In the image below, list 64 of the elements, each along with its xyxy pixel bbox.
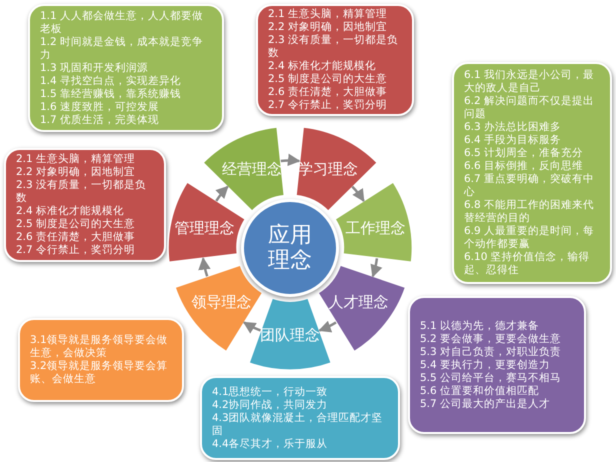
list-item: 3.2领导就是服务领导要会算账、会做生意	[30, 360, 169, 386]
cycle-arrow	[242, 321, 261, 334]
list-item: 4.4各尽其才，乐于服从	[212, 438, 329, 450]
list-item: 5.1 以德为先，德才兼备	[420, 320, 540, 332]
list-item: 2.6 责任清楚，大胆做事	[16, 231, 136, 244]
list-item: 2.4 标准化才能规模化	[268, 60, 378, 73]
list-item: 3.1领导就是服务领导要会做生意，会做决策	[30, 334, 169, 360]
list-item: 1.6 速度致胜，可控发展	[40, 100, 160, 114]
list-item: 2.5 制度是公司的大生意	[16, 218, 136, 231]
list-item: 5.6 位置要和价值相匹配	[420, 384, 540, 398]
text-panel	[200, 376, 400, 460]
cycle-arrow	[351, 186, 365, 202]
text-panel	[408, 296, 586, 434]
list-item: 5.2 要会做事，更要会做生意	[420, 332, 562, 346]
text-panel	[18, 318, 184, 402]
segment-label: 经营理念	[221, 160, 284, 178]
cycle-arrow	[198, 257, 211, 277]
text-panel	[28, 4, 224, 132]
list-item: 2.2 对象明确，因地制宜	[16, 166, 136, 179]
list-item: 5.7 公司最大的产出是人才	[420, 398, 552, 410]
list-item: 2.4 标准化才能规模化	[16, 205, 126, 218]
list-item: 6.2 解决问题而不仅是提出问题	[464, 95, 596, 121]
list-item: 2.2 对象明确，因地制宜	[268, 21, 388, 34]
list-item: 1.4 寻找空白点，实现差异化	[40, 74, 182, 88]
list-item: 6.7 重点要明确，突破有中心	[464, 173, 596, 199]
list-item: 1.5 靠经营赚钱，靠系统赚钱	[40, 88, 182, 100]
cycle-arrow	[215, 186, 229, 202]
list-item: 2.7 令行禁止，奖罚分明	[268, 99, 388, 112]
segment-label: 工作理念	[344, 220, 406, 238]
list-item: 1.7 优质生活，完美体现	[40, 114, 160, 126]
list-item: 6.8 不能用工作的困难来代替经营的目的	[464, 199, 596, 225]
list-item: 1.3 巩固和开发利润源	[40, 62, 150, 74]
text-panel	[256, 4, 414, 116]
list-item: 6.9 人最重要的是时间，每个动作都要赢	[464, 225, 596, 251]
segment-label: 领导理念	[190, 294, 253, 312]
list-item: 5.5 公司给平台，赛马不相马	[420, 372, 562, 384]
list-item: 6.3 办法总比困难多	[464, 121, 562, 134]
cycle-arrow	[318, 320, 337, 332]
list-item: 1.2 时间就是金钱，成本就是竞争力	[40, 36, 204, 62]
cycle-arrow	[370, 258, 382, 278]
list-item: 6.10 坚持价值信念，输得起、忍得住	[464, 251, 591, 277]
list-item: 6.4 手段为目标服务	[464, 134, 562, 147]
segment-label: 管理理念	[174, 220, 236, 238]
cycle-arrow	[280, 154, 300, 166]
list-item: 2.3 没有质量，一切都是负数	[268, 34, 400, 60]
list-item: 2.1 生意头脑，精算管理	[268, 8, 388, 21]
list-item: 4.1思想统一，行动一致	[212, 386, 329, 398]
list-item: 5.4 要执行力，更要创造力	[420, 358, 552, 372]
list-item: 2.1 生意头脑，精算管理	[16, 153, 136, 166]
list-item: 2.6 责任清楚，大胆做事	[268, 86, 388, 99]
list-item: 6.5 计划周全，准备充分	[464, 147, 584, 160]
list-item: 2.3 没有质量，一切都是负数	[16, 179, 148, 205]
list-item: 4.3团队就像混凝土，合理匹配才坚固	[212, 412, 384, 438]
segment-label: 团队理念	[258, 326, 321, 344]
segment-label: 人才理念	[327, 294, 390, 312]
text-panel	[452, 62, 612, 284]
list-item: 6.6 目标倒推，反向思维	[464, 160, 584, 173]
list-item: 6.1 我们永远是小公司，最大的敌人是自己	[464, 69, 596, 95]
list-item: 1.1 人人都会做生意，人人都要做老板	[40, 10, 204, 36]
list-item: 2.7 令行禁止，奖罚分明	[16, 244, 136, 257]
center-label: 应用理念	[267, 223, 313, 273]
list-item: 4.2协同作战，共同发力	[212, 398, 329, 412]
list-item: 2.5 制度是公司的大生意	[268, 73, 388, 86]
list-item: 5.3 对自己负责，对职业负责	[420, 346, 562, 358]
